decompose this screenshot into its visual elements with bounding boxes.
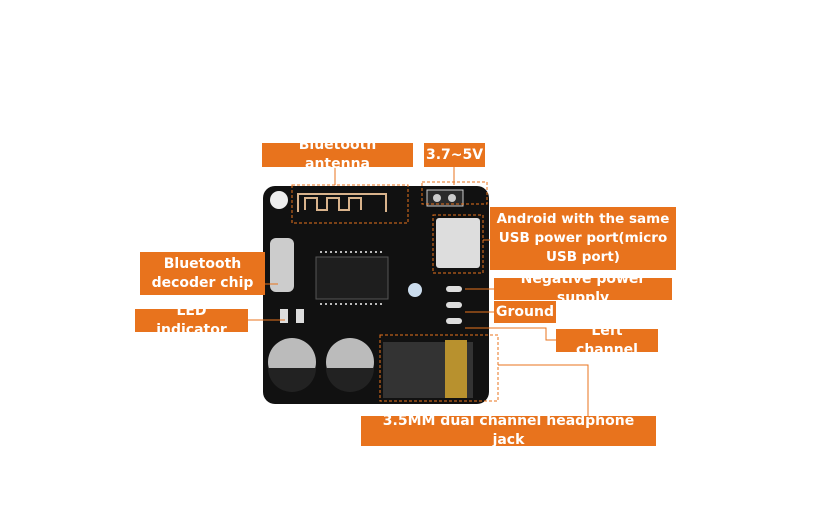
label-negative-power: Negative power supply — [494, 271, 672, 306]
callout-lines — [248, 167, 589, 416]
antenna-trace — [297, 193, 387, 212]
led — [408, 283, 422, 297]
label-bluetooth-antenna: Bluetooth antenna — [262, 137, 413, 172]
label-decoder-chip: Bluetooth decoder chip — [140, 252, 265, 295]
label-ground: Ground — [494, 301, 556, 323]
micro-usb-port — [436, 218, 480, 268]
label-left-channel: Left channel — [556, 323, 658, 358]
mount-hole — [270, 191, 288, 209]
label-voltage: 3.7~5V — [424, 143, 485, 167]
decoder-chip — [315, 256, 389, 300]
label-usb-power-port: Android with the same USB power port(mic… — [490, 207, 676, 270]
crystal — [270, 238, 294, 292]
label-led-indicator: LED indicator — [135, 303, 248, 338]
label-headphone-jack: 3.5MM dual channel headphone jack — [361, 413, 656, 448]
pcb-board — [263, 186, 489, 404]
